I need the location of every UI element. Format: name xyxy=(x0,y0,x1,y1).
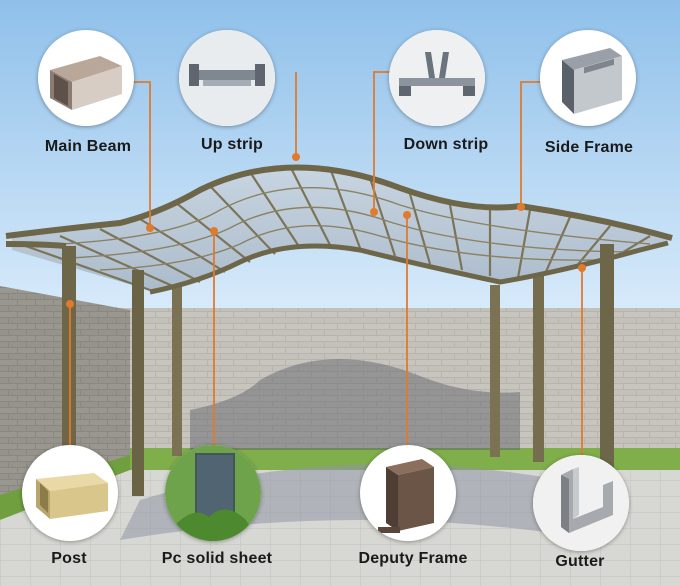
profile-strip-icon xyxy=(179,30,275,126)
label-deputy-frame: Deputy Frame xyxy=(358,550,468,567)
pc-solid-sheet-thumb xyxy=(165,445,261,541)
label-gutter: Gutter xyxy=(555,553,605,570)
back-post-right xyxy=(490,285,500,457)
label-pc-solid-sheet: Pc solid sheet xyxy=(161,550,273,567)
polycarbonate-sheet-icon xyxy=(165,445,261,541)
rectangular-tube-icon xyxy=(50,56,122,110)
down-strip-thumb xyxy=(389,30,485,126)
side-frame-edge xyxy=(149,240,669,295)
label-down-strip: Down strip xyxy=(403,136,489,153)
roof-purlins xyxy=(39,187,651,271)
square-post-icon xyxy=(36,473,108,519)
up-strip-thumb xyxy=(179,30,275,126)
roof-sheet xyxy=(12,169,668,290)
main-beam-front xyxy=(5,164,673,241)
clip-strip-icon xyxy=(389,30,485,126)
label-main-beam: Main Beam xyxy=(44,138,132,155)
frame-profile-icon xyxy=(378,459,434,533)
side-frame-thumb xyxy=(540,30,636,126)
label-post: Post xyxy=(51,550,87,567)
wall-shadow xyxy=(190,358,520,450)
gutter-profile-icon xyxy=(533,455,629,551)
label-side-frame: Side Frame xyxy=(544,139,634,156)
mid-post-right xyxy=(533,276,544,462)
gutter-thumb xyxy=(533,455,629,551)
back-post-left xyxy=(172,284,182,456)
beam-left-end xyxy=(5,241,67,249)
leader-dots xyxy=(66,153,586,308)
front-post-left xyxy=(62,246,76,472)
channel-profile-icon xyxy=(562,48,622,114)
label-up-strip: Up strip xyxy=(200,136,264,153)
front-post-left-inner xyxy=(132,270,144,496)
post-thumb xyxy=(22,445,118,541)
front-post-right xyxy=(600,244,614,479)
main-beam-thumb xyxy=(38,30,134,126)
deputy-frame-thumb xyxy=(360,445,456,541)
